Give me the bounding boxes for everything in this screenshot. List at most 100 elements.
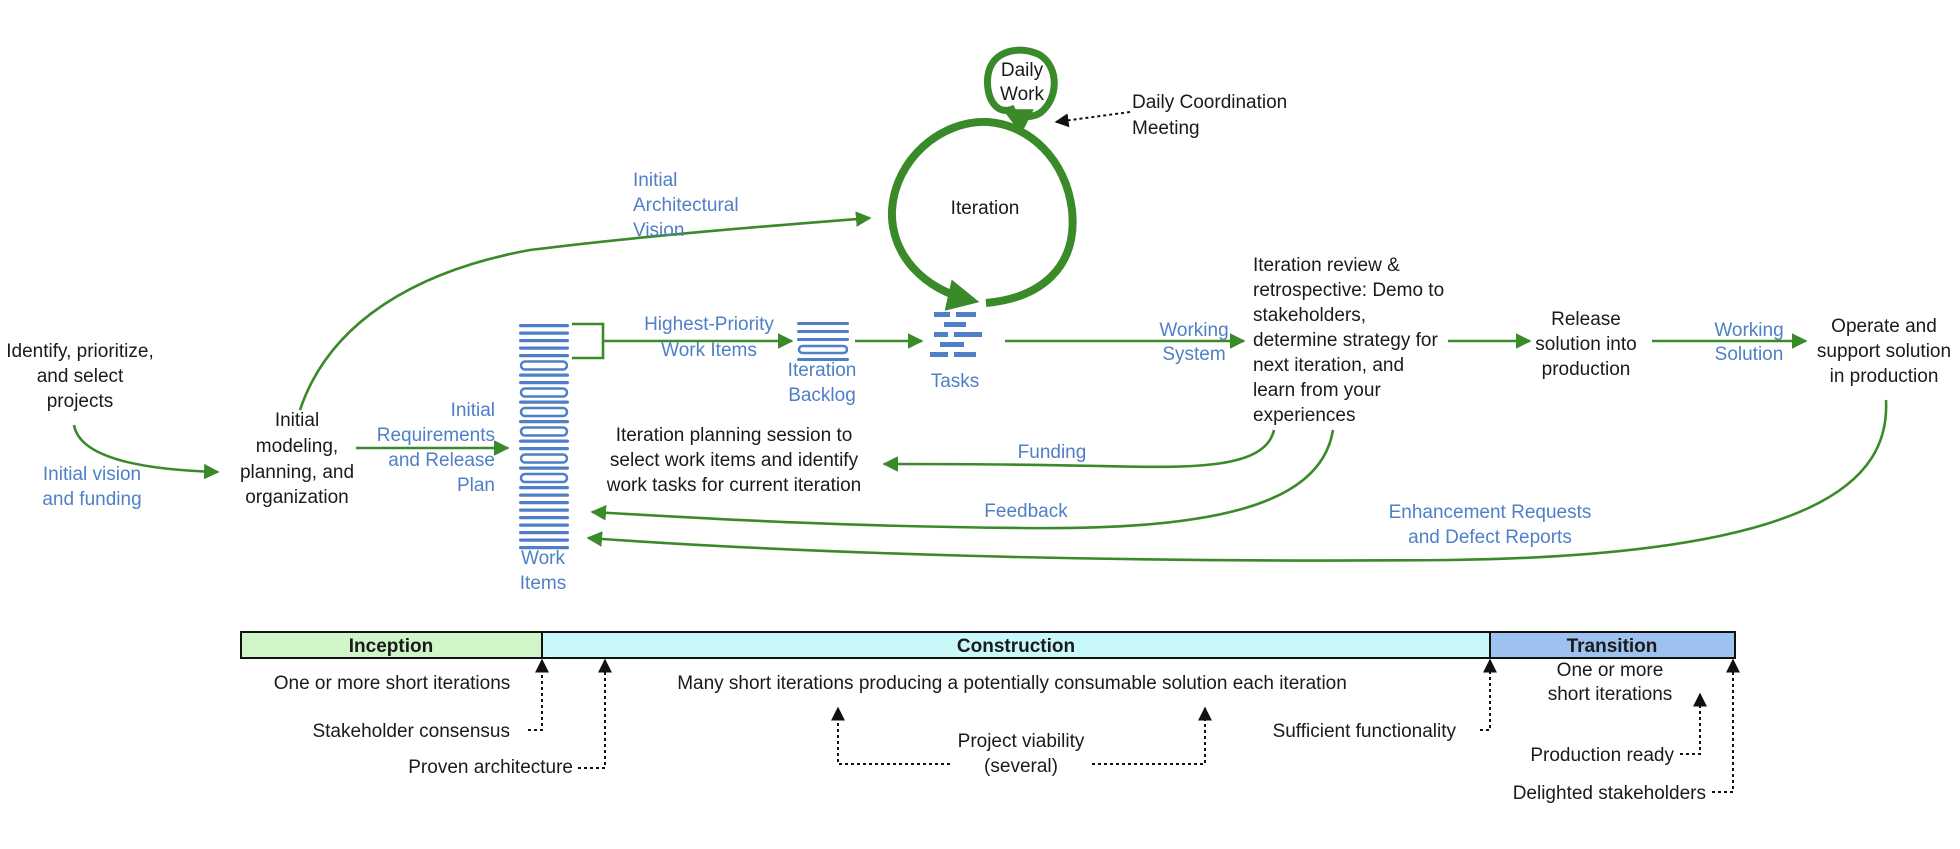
work-item-row bbox=[519, 360, 569, 371]
inception-iterations-label: One or more short iterations bbox=[274, 673, 511, 694]
inception-label: Inception bbox=[349, 636, 433, 657]
initial-req-label-2: Requirements bbox=[377, 425, 495, 446]
review-label-2: retrospective: Demo to bbox=[1253, 280, 1444, 301]
work-items-label-1: Work bbox=[521, 548, 565, 569]
arch-vision-label-2: Architectural bbox=[633, 195, 739, 216]
initial-req-label-1: Initial bbox=[451, 400, 495, 421]
work-item-row bbox=[519, 486, 569, 490]
stakeholder-consensus-label: Stakeholder consensus bbox=[312, 721, 510, 742]
funding-arrow bbox=[882, 429, 1276, 472]
work-item-row bbox=[519, 400, 569, 404]
work-item-row bbox=[519, 493, 569, 497]
work-items-label-2: Items bbox=[520, 573, 566, 594]
delighted-stakeholders-label: Delighted stakeholders bbox=[1513, 783, 1706, 804]
work-item-row bbox=[519, 466, 569, 470]
review-label-4: determine strategy for bbox=[1253, 330, 1438, 351]
work-item-row bbox=[519, 531, 569, 535]
work-item-row bbox=[519, 447, 569, 451]
daily-work-label-2: Work bbox=[1000, 84, 1044, 105]
production-ready-label: Production ready bbox=[1530, 745, 1674, 766]
operate-label-2: support solution bbox=[1817, 341, 1951, 362]
feedback-label: Feedback bbox=[984, 501, 1068, 522]
work-item-row bbox=[519, 516, 569, 520]
work-items-stack-icon bbox=[519, 324, 569, 550]
initial-vision-arrow bbox=[72, 424, 220, 480]
work-item-row bbox=[519, 387, 569, 398]
transition-label: Transition bbox=[1567, 636, 1658, 657]
release-label-1: Release bbox=[1551, 309, 1621, 330]
initial-modeling-label-2: modeling, bbox=[256, 436, 338, 457]
working-solution-label-2: Solution bbox=[1715, 344, 1784, 365]
transition-iterations-label-2: short iterations bbox=[1548, 684, 1673, 705]
work-item-row bbox=[519, 346, 569, 350]
daily-work-label: Daily bbox=[1001, 60, 1044, 81]
enhancement-arrow bbox=[586, 399, 1888, 562]
enhancement-label-1: Enhancement Requests bbox=[1389, 502, 1592, 523]
stakeholder-consensus-arrow bbox=[528, 658, 549, 731]
release-label-3: production bbox=[1542, 359, 1631, 380]
review-label-3: stakeholders, bbox=[1253, 305, 1366, 326]
operate-label-1: Operate and bbox=[1831, 316, 1937, 337]
initial-modeling-label-3: planning, and bbox=[240, 462, 354, 483]
work-item-row bbox=[519, 354, 569, 358]
work-item-row bbox=[519, 324, 569, 328]
project-viability-label-2: (several) bbox=[984, 756, 1058, 777]
iteration-label: Iteration bbox=[951, 198, 1020, 219]
feedback-arrow bbox=[590, 429, 1335, 530]
work-item-row bbox=[519, 331, 569, 335]
work-item-row bbox=[519, 453, 569, 464]
construction-label: Construction bbox=[957, 636, 1075, 657]
work-item-row bbox=[519, 508, 569, 512]
work-item-row bbox=[519, 439, 569, 443]
iteration-loop bbox=[887, 117, 1077, 311]
initial-req-label-3: and Release bbox=[388, 450, 495, 471]
funding-label: Funding bbox=[1018, 442, 1087, 463]
proven-architecture-label: Proven architecture bbox=[408, 757, 573, 778]
work-item-row bbox=[519, 373, 569, 377]
planning-session-label-2: select work items and identify bbox=[610, 450, 859, 471]
viability-left-arrow bbox=[831, 706, 950, 765]
arch-vision-arrow bbox=[298, 211, 872, 411]
review-label-1: Iteration review & bbox=[1253, 255, 1400, 276]
working-system-label-1: Working bbox=[1159, 320, 1228, 341]
work-item-row bbox=[519, 472, 569, 484]
work-item-row bbox=[519, 406, 569, 418]
daily-work-loop bbox=[983, 46, 1058, 135]
initial-modeling-label-4: organization bbox=[245, 487, 349, 508]
transition-iterations-label-1: One or more bbox=[1557, 660, 1664, 681]
review-label-7: experiences bbox=[1253, 405, 1355, 426]
operate-label-3: in production bbox=[1830, 366, 1939, 387]
construction-iterations-label: Many short iterations producing a potent… bbox=[677, 673, 1347, 694]
daily-meeting-label-2: Meeting bbox=[1132, 118, 1200, 139]
iteration-backlog-icon bbox=[797, 322, 849, 361]
daily-meeting-label: Daily Coordination bbox=[1132, 92, 1287, 113]
initial-vision-label-1: Initial vision bbox=[43, 464, 141, 485]
review-label-6: learn from your bbox=[1253, 380, 1381, 401]
tasks-icon bbox=[930, 312, 982, 357]
proven-architecture-arrow bbox=[578, 658, 612, 769]
priority-bracket bbox=[572, 322, 605, 360]
working-solution-label-1: Working bbox=[1714, 320, 1783, 341]
highest-priority-label-2: Work Items bbox=[661, 340, 757, 361]
identify-label-3: projects bbox=[47, 391, 114, 412]
initial-modeling-label-1: Initial bbox=[275, 410, 319, 431]
inception-phase bbox=[240, 631, 543, 659]
daily-meeting-arrow bbox=[1054, 111, 1131, 128]
identify-label-1: Identify, prioritize, bbox=[6, 341, 153, 362]
planning-session-label-1: Iteration planning session to bbox=[616, 425, 853, 446]
release-label-2: solution into bbox=[1535, 334, 1636, 355]
project-viability-label-1: Project viability bbox=[958, 731, 1085, 752]
sufficient-functionality-arrow bbox=[1480, 658, 1497, 731]
iteration-backlog-label-2: Backlog bbox=[788, 385, 856, 406]
enhancement-label-2: and Defect Reports bbox=[1408, 527, 1572, 548]
work-item-row bbox=[519, 339, 569, 343]
work-item-row bbox=[519, 426, 569, 437]
initial-vision-label-2: and funding bbox=[42, 489, 141, 510]
production-ready-arrow bbox=[1680, 692, 1707, 755]
work-item-row bbox=[519, 546, 569, 550]
work-item-row bbox=[519, 501, 569, 505]
tasks-label: Tasks bbox=[931, 371, 980, 392]
work-item-row bbox=[519, 420, 569, 424]
iteration-backlog-label-1: Iteration bbox=[788, 360, 857, 381]
